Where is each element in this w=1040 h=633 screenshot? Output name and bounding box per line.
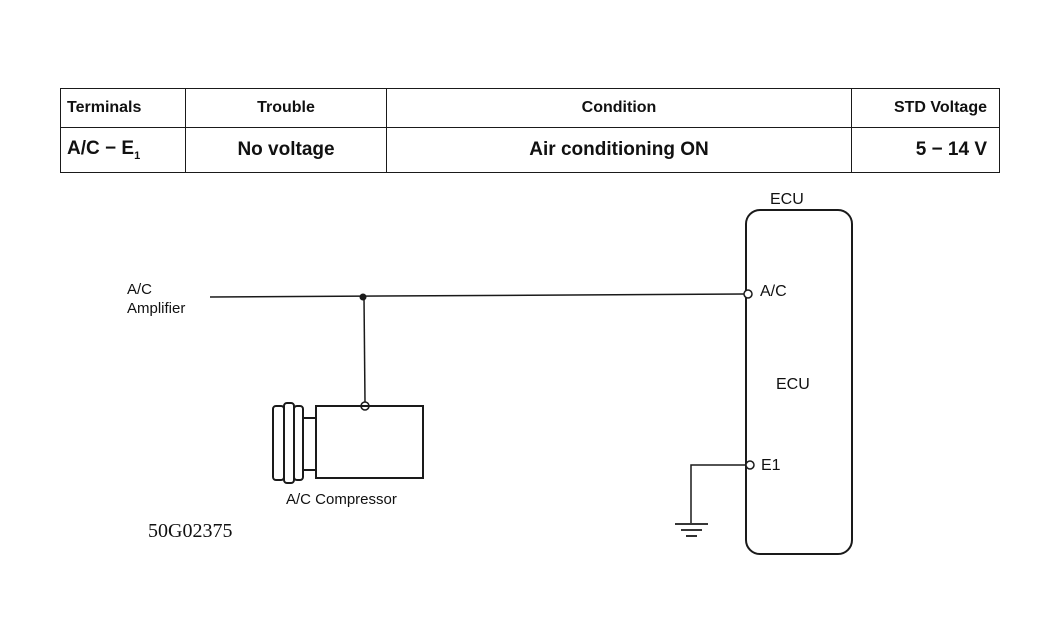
spec-table: Terminals Trouble Condition STD Voltage … bbox=[60, 88, 1000, 173]
ac-signal-wire bbox=[209, 293, 745, 298]
pin-ac-label: A/C bbox=[760, 283, 787, 300]
cell-terminals-subscript: 1 bbox=[134, 149, 141, 162]
cell-std-voltage: 5 − 14 V bbox=[851, 127, 1000, 173]
ground-icon bbox=[675, 523, 708, 537]
header-trouble: Trouble bbox=[185, 88, 387, 128]
amplifier-label-line2: Amplifier bbox=[127, 300, 185, 317]
ecu-box bbox=[745, 209, 853, 555]
amplifier-label-line1: A/C bbox=[127, 281, 152, 298]
ecu-body-label: ECU bbox=[776, 376, 810, 393]
figure-code: 50G02375 bbox=[148, 520, 233, 542]
ground-wire bbox=[690, 464, 746, 523]
table-row: A/C − E1 No voltage Air conditioning ON … bbox=[60, 127, 1000, 173]
cell-trouble: No voltage bbox=[185, 127, 387, 173]
pin-ac-terminal bbox=[743, 289, 753, 299]
ecu-title: ECU bbox=[770, 191, 804, 208]
cell-terminals-text: A/C − E bbox=[67, 138, 135, 160]
table-header-row: Terminals Trouble Condition STD Voltage bbox=[60, 88, 1000, 128]
compressor-wire bbox=[363, 296, 366, 403]
junction-dot bbox=[359, 293, 367, 301]
header-std-voltage: STD Voltage bbox=[851, 88, 1000, 128]
compressor-icon bbox=[272, 402, 424, 484]
pin-e1-terminal bbox=[745, 460, 755, 470]
compressor-label: A/C Compressor bbox=[286, 491, 397, 508]
header-terminals: Terminals bbox=[60, 88, 186, 128]
cell-condition: Air conditioning ON bbox=[386, 127, 852, 173]
pin-e1-label: E1 bbox=[761, 457, 781, 474]
